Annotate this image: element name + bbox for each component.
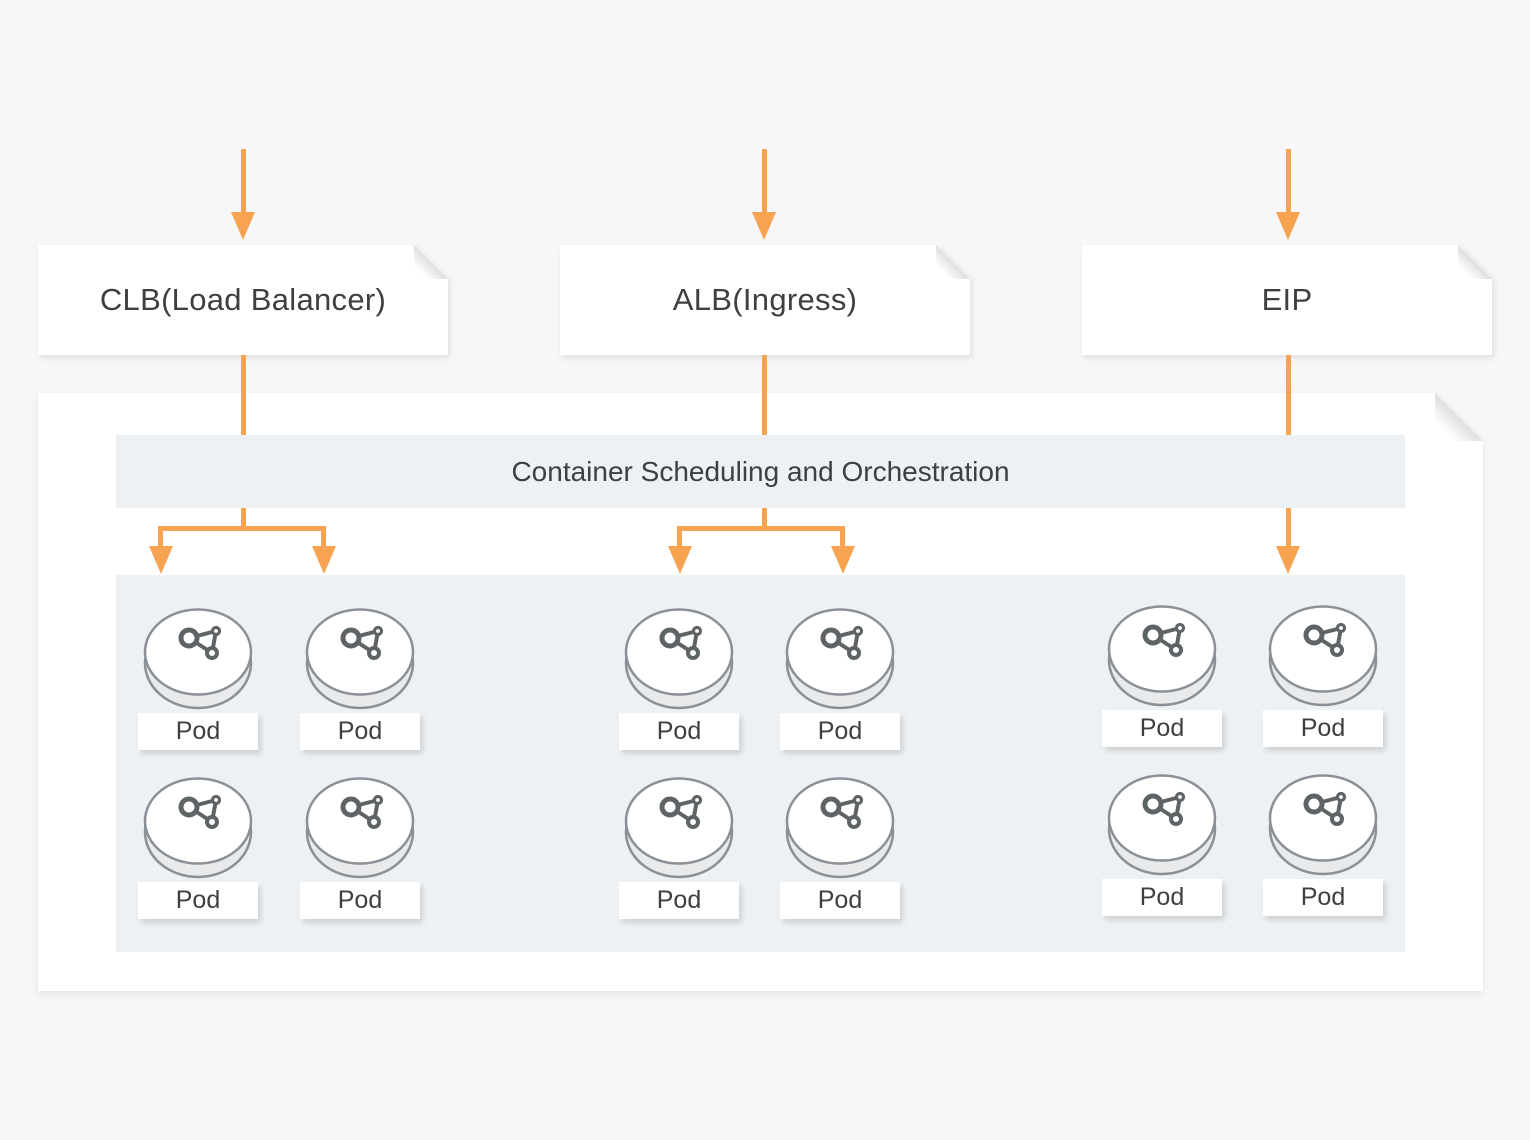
- pod-cylinder-icon: [785, 608, 895, 710]
- node-clb-label: CLB(Load Balancer): [99, 282, 387, 317]
- orchestration-header-label: Container Scheduling and Orchestration: [511, 455, 1010, 487]
- pod-label: Pod: [1102, 710, 1222, 747]
- node-eip: EIP: [1082, 245, 1492, 355]
- pod-cylinder-icon: [624, 777, 734, 879]
- pod-cylinder-icon: [624, 608, 734, 710]
- pod-label: Pod: [1263, 879, 1383, 916]
- pod-item: Pod: [300, 777, 420, 919]
- pod-cylinder-icon: [143, 777, 253, 879]
- pod-cylinder-icon: [305, 777, 415, 879]
- pod-item: Pod: [300, 608, 420, 750]
- pod-cylinder-icon: [305, 608, 415, 710]
- pod-item: Pod: [780, 608, 900, 750]
- pod-label: Pod: [619, 882, 739, 919]
- pod-item: Pod: [138, 777, 258, 919]
- pod-item: Pod: [1263, 605, 1383, 747]
- pod-cylinder-icon: [1268, 774, 1378, 876]
- pod-label: Pod: [1263, 710, 1383, 747]
- pod-label: Pod: [138, 713, 258, 750]
- pod-label: Pod: [138, 882, 258, 919]
- pod-item: Pod: [1102, 605, 1222, 747]
- alb-split-stub-line: [761, 508, 767, 527]
- pod-label: Pod: [300, 882, 420, 919]
- pod-item: Pod: [1263, 774, 1383, 916]
- pod-cylinder-icon: [143, 608, 253, 710]
- pod-label: Pod: [780, 713, 900, 750]
- node-clb: CLB(Load Balancer): [38, 245, 448, 355]
- pod-item: Pod: [138, 608, 258, 750]
- orchestration-header: Container Scheduling and Orchestration: [116, 435, 1405, 508]
- pod-cylinder-icon: [785, 777, 895, 879]
- pod-cylinder-icon: [1107, 605, 1217, 707]
- clb-split-arrow-left-icon: [148, 546, 173, 574]
- node-alb: ALB(Ingress): [560, 245, 970, 355]
- eip-inbound-arrow-line: [1285, 149, 1291, 213]
- folded-corner-icon: [414, 245, 448, 279]
- folded-corner-icon: [1435, 393, 1483, 441]
- alb-split-arrow-left-icon: [667, 546, 692, 574]
- clb-split-stub-line: [240, 508, 246, 527]
- pod-item: Pod: [780, 777, 900, 919]
- eip-inbound-arrow-icon: [1276, 212, 1300, 240]
- clb-inbound-arrow-icon: [231, 212, 255, 240]
- alb-inbound-arrow-icon: [752, 212, 776, 240]
- pod-cylinder-icon: [1268, 605, 1378, 707]
- eip-connector-line: [1285, 355, 1291, 435]
- alb-split-arrow-right-icon: [830, 546, 855, 574]
- pod-label: Pod: [300, 713, 420, 750]
- folded-corner-icon: [936, 245, 970, 279]
- pod-label: Pod: [780, 882, 900, 919]
- eip-down-arrow-icon: [1276, 546, 1300, 574]
- pod-label: Pod: [619, 713, 739, 750]
- pod-item: Pod: [619, 608, 739, 750]
- eip-down-arrow-line: [1285, 508, 1291, 548]
- node-alb-label: ALB(Ingress): [672, 282, 858, 317]
- pod-item: Pod: [1102, 774, 1222, 916]
- clb-inbound-arrow-line: [240, 149, 246, 213]
- pod-label: Pod: [1102, 879, 1222, 916]
- clb-connector-line: [240, 355, 246, 435]
- alb-inbound-arrow-line: [761, 149, 767, 213]
- folded-corner-icon: [1458, 245, 1492, 279]
- clb-split-arrow-right-icon: [311, 546, 336, 574]
- clb-split-bracket: [158, 526, 326, 547]
- alb-connector-line: [761, 355, 767, 435]
- alb-split-bracket: [677, 526, 845, 547]
- node-eip-label: EIP: [1261, 282, 1313, 317]
- pod-cylinder-icon: [1107, 774, 1217, 876]
- pod-item: Pod: [619, 777, 739, 919]
